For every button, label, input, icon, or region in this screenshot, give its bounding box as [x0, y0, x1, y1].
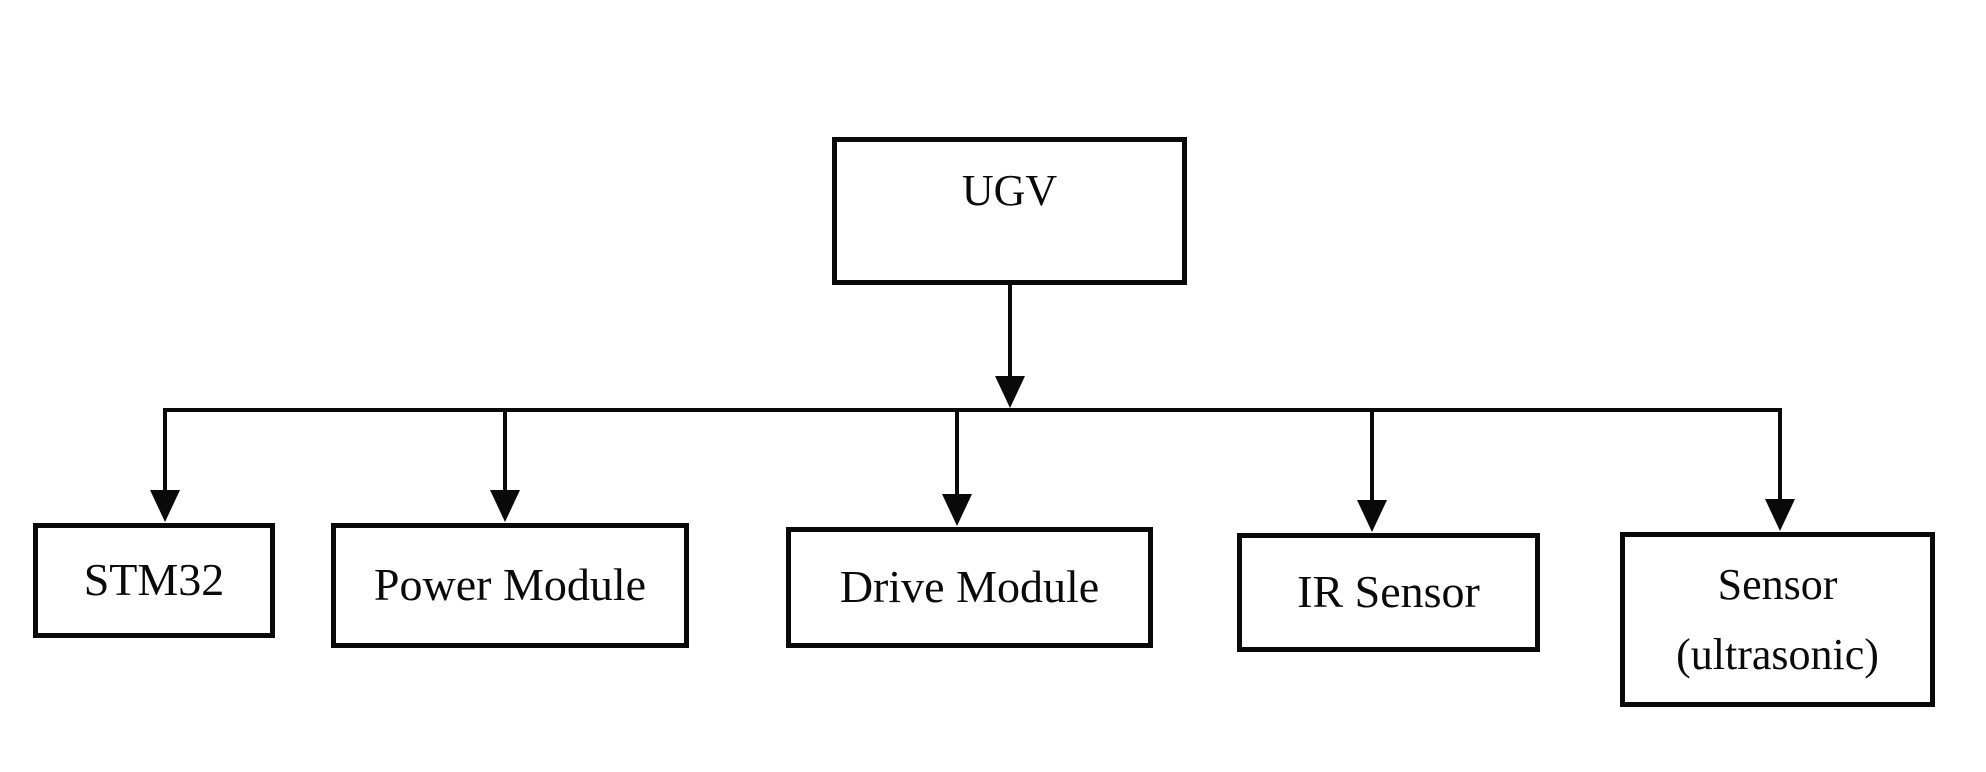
node-ugv-label: UGV: [961, 166, 1058, 215]
node-power-module: Power Module: [331, 523, 689, 648]
node-ir-sensor: IR Sensor: [1237, 533, 1540, 652]
node-drive-module-label: Drive Module: [839, 561, 1100, 613]
node-power-module-label: Power Module: [373, 559, 647, 611]
connector-drop-ultrasonic-sensor: [1778, 410, 1782, 501]
connector-drop-stm32: [163, 410, 167, 492]
connector-root-stem: [1008, 285, 1012, 376]
arrowhead-drop-stm32: [150, 490, 180, 522]
arrowhead-drop-drive-module: [942, 494, 972, 526]
node-ultrasonic-sensor-label-line2: (ultrasonic): [1676, 629, 1879, 679]
connector-branch-line: [163, 408, 1782, 412]
arrowhead-root-stem: [995, 376, 1025, 408]
arrowhead-drop-power-module: [490, 490, 520, 522]
arrowhead-drop-ultrasonic-sensor: [1765, 499, 1795, 531]
node-drive-module: Drive Module: [786, 527, 1153, 648]
connector-drop-drive-module: [955, 410, 959, 496]
node-ultrasonic-sensor: Sensor (ultrasonic): [1620, 532, 1935, 707]
node-ultrasonic-sensor-label: Sensor: [1717, 559, 1838, 609]
arrowhead-drop-ir-sensor: [1357, 500, 1387, 532]
node-stm32-label: STM32: [83, 554, 225, 606]
node-ir-sensor-label: IR Sensor: [1297, 566, 1480, 618]
node-ugv: UGV: [832, 137, 1187, 285]
node-stm32: STM32: [33, 523, 275, 638]
connector-drop-power-module: [503, 410, 507, 492]
connector-drop-ir-sensor: [1370, 410, 1374, 502]
